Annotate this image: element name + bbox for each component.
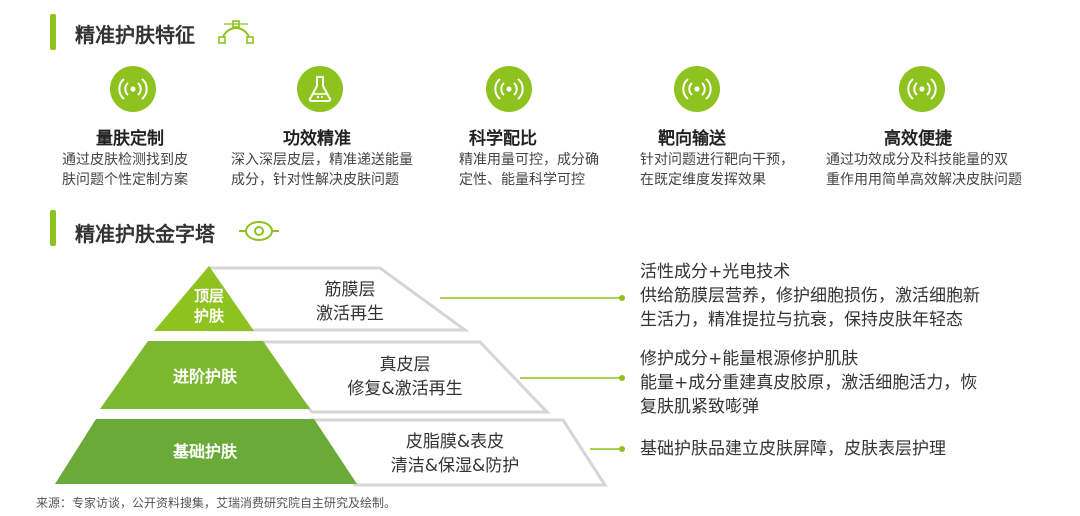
feature-title: 高效便捷 bbox=[884, 129, 952, 149]
feature-description: 通过功效成分及科技能量的双重作用用简单高效解决皮肤问题 bbox=[826, 152, 1022, 188]
feature-title: 量肤定制 bbox=[96, 129, 164, 149]
signal-icon bbox=[110, 66, 156, 112]
layer-text-middle: 真皮层 修复&激活再生 bbox=[347, 355, 463, 399]
feature-description: 通过皮肤检测找到皮肤问题个性定制方案 bbox=[62, 152, 188, 188]
connector-dot bbox=[619, 295, 625, 301]
feature-title: 功效精准 bbox=[283, 129, 351, 149]
feature-description: 深入深层皮层，精准递送能量成分，针对性解决皮肤问题 bbox=[231, 152, 413, 188]
section-accent-bar bbox=[50, 210, 56, 246]
target-eye-icon bbox=[239, 221, 279, 241]
signal-icon bbox=[486, 66, 532, 112]
pyramid-label-middle: 进阶护肤 bbox=[172, 367, 237, 386]
connector-dot bbox=[619, 446, 625, 452]
section-accent-bar bbox=[50, 14, 56, 50]
pyramid-tier-middle bbox=[100, 341, 310, 409]
feature-description: 精准用量可控，成分确定性、能量科学可控 bbox=[459, 152, 599, 188]
pyramid-tier-top bbox=[154, 266, 254, 331]
section-title-pyramid: 精准护肤金字塔 bbox=[75, 222, 215, 246]
note-bottom: 基础护肤品建立皮肤屏障，皮肤表层护理 bbox=[640, 439, 946, 459]
note-top: 活性成分+光电技术 供给筋膜层营养，修护细胞损伤，激活细胞新 生活力，精准提拉与… bbox=[640, 262, 980, 330]
pyramid-label-top: 顶层 护肤 bbox=[193, 287, 224, 325]
feature-title: 靶向输送 bbox=[658, 129, 726, 149]
layer-text-top: 筋膜层 激活再生 bbox=[316, 280, 384, 324]
source-note: 来源：专家访谈，公开资料搜集，艾瑞消费研究院自主研究及绘制。 bbox=[36, 496, 397, 510]
signal-icon bbox=[674, 66, 720, 112]
feature-description: 针对问题进行靶向干预，在既定维度发挥效果 bbox=[640, 152, 794, 188]
section-title-features: 精准护肤特征 bbox=[75, 23, 195, 47]
bezier-curve-icon bbox=[218, 20, 254, 44]
signal-icon bbox=[899, 66, 945, 112]
note-middle: 修护成分+能量根源修护肌肤 能量+成分重建真皮胶原，激活细胞活力，恢 复肤肌紧致… bbox=[640, 349, 978, 417]
pyramid-label-bottom: 基础护肤 bbox=[172, 442, 237, 461]
pyramid-tier-bottom bbox=[55, 419, 357, 484]
layer-text-bottom: 皮脂膜&表皮 清洁&保湿&防护 bbox=[390, 432, 520, 476]
connector-dot bbox=[619, 375, 625, 381]
flask-icon bbox=[297, 66, 343, 112]
feature-title: 科学配比 bbox=[469, 129, 537, 149]
